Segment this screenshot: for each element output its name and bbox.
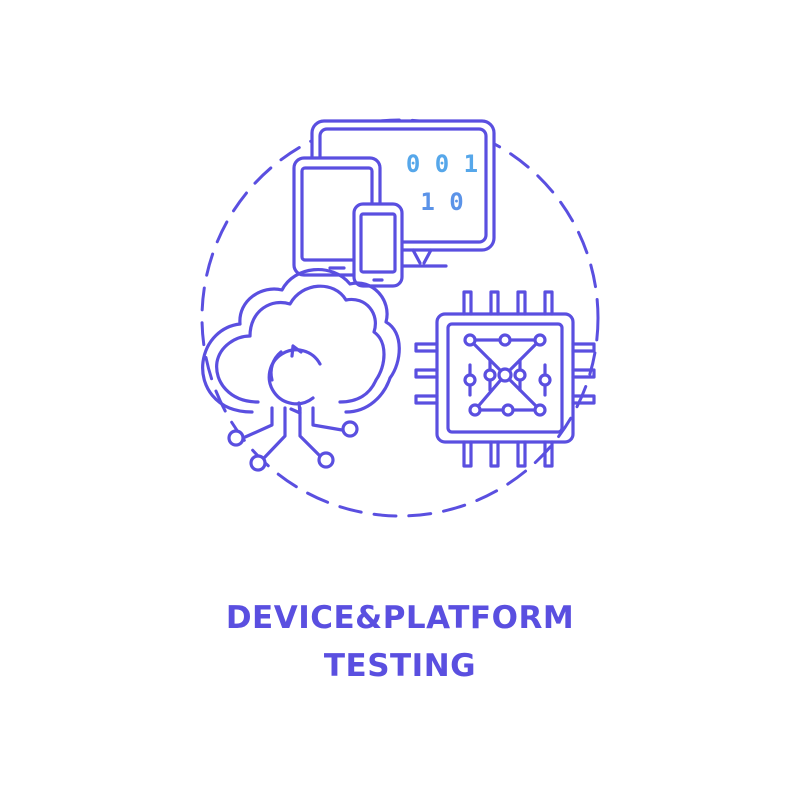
concept-title-line-1: DEVICE&PLATFORM <box>225 600 575 636</box>
cpu-chip-icon <box>414 290 596 468</box>
devices-icon <box>292 119 496 288</box>
concept-title-line-2: TESTING <box>323 648 477 684</box>
binary-row-2: 1 0 <box>420 188 463 216</box>
binary-row-1: 0 0 1 <box>406 150 478 178</box>
binary-display: 0 0 1 1 0 <box>406 150 478 216</box>
cloud-sync-icon <box>201 268 401 472</box>
